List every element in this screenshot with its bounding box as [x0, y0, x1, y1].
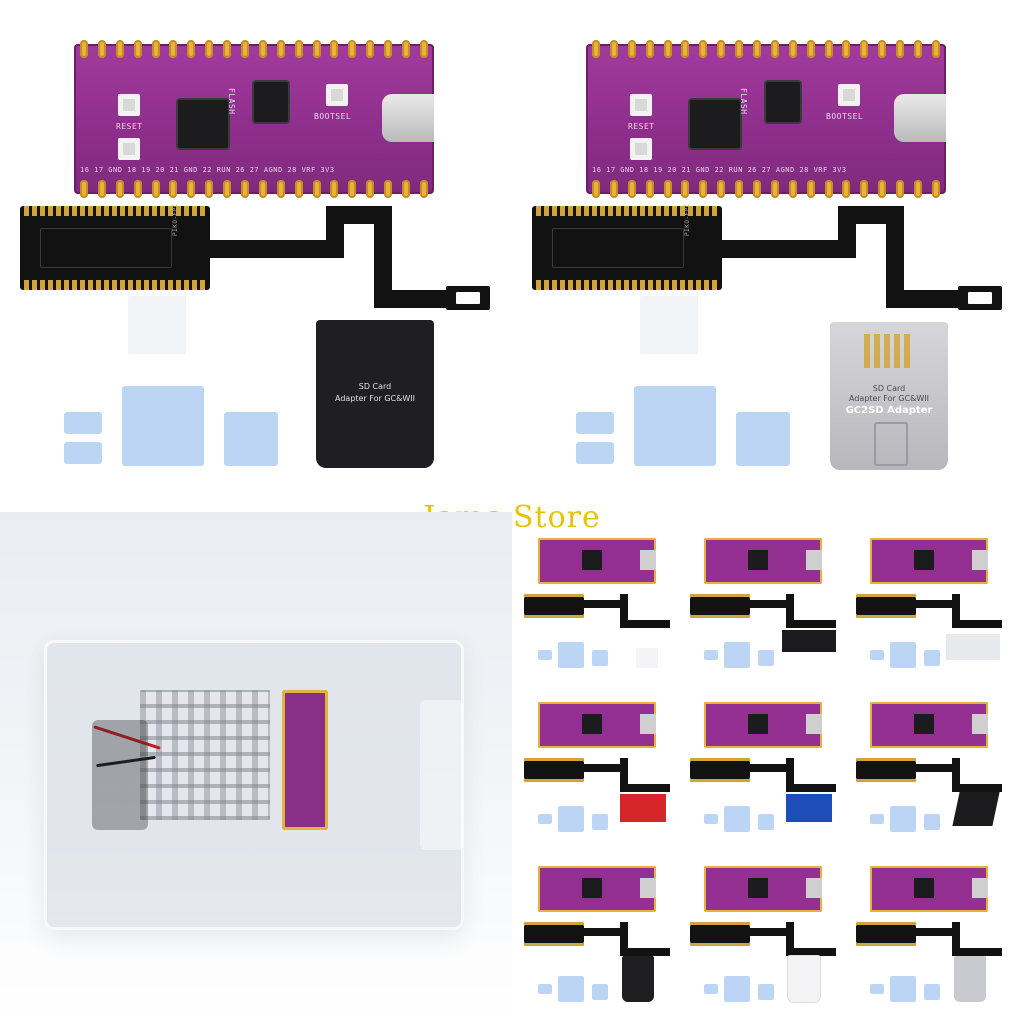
variant-thumb-3[interactable] — [856, 534, 1006, 684]
variant-thumb-9[interactable] — [856, 862, 1006, 1012]
fpc-ribbon-segment — [204, 240, 334, 258]
rp2040-chip — [178, 100, 228, 148]
pico-board: FLASH BOOTSEL RESET 16 17 GND 18 19 20 2… — [586, 40, 946, 198]
flash-chip — [766, 82, 800, 122]
silk-flash: FLASH — [739, 88, 748, 115]
usb-c-connector — [894, 94, 946, 142]
thermal-pad-small — [576, 442, 614, 464]
variant-accessory — [952, 792, 1000, 826]
adapter-label-line1: SD Card — [872, 384, 906, 393]
fpc-ribbon-segment — [374, 206, 392, 296]
fpc-label: PIKO-FPC — [684, 203, 691, 236]
variant-thumb-4[interactable] — [524, 698, 674, 848]
adapter-label-line3: GC2SD Adapter — [845, 405, 933, 416]
thermal-pad-small — [64, 442, 102, 464]
silk-reset: RESET — [628, 122, 655, 131]
silk-flash: FLASH — [227, 88, 236, 115]
side-button-pad — [118, 138, 140, 160]
variant-accessory — [620, 794, 666, 822]
variant-thumb-8[interactable] — [690, 862, 840, 1012]
sd-adapter-clear: SD Card Adapter For GC&WII GC2SD Adapter — [830, 322, 948, 470]
thermal-pad-small — [576, 412, 614, 434]
variant-accessory — [954, 956, 986, 1002]
usb-c-connector — [382, 94, 434, 142]
silk-pin-labels: 16 17 GND 18 19 20 21 GND 22 RUN 26 27 A… — [80, 166, 335, 174]
fpc-ribbon-tab — [958, 286, 1002, 310]
side-button-pad — [630, 138, 652, 160]
variant-accessory — [786, 794, 832, 822]
fpc-ribbon-segment — [716, 240, 846, 258]
product-panel-black: FLASH BOOTSEL RESET 16 17 GND 18 19 20 2… — [0, 0, 512, 500]
variant-thumb-7[interactable] — [524, 862, 674, 1012]
product-panel-clear: FLASH BOOTSEL RESET 16 17 GND 18 19 20 2… — [512, 0, 1024, 500]
variant-accessory — [788, 956, 820, 1002]
thermal-pad-medium — [224, 412, 278, 466]
variant-thumb-1[interactable] — [524, 534, 674, 684]
thermal-pad-small — [64, 412, 102, 434]
adapter-slot — [874, 422, 908, 466]
variant-accessory — [782, 630, 836, 652]
silk-bootsel: BOOTSEL — [314, 112, 352, 121]
variant-accessory — [622, 956, 654, 1002]
rp2040-chip — [690, 100, 740, 148]
adapter-label-line2: Adapter For GC&WII — [849, 394, 929, 403]
pico-board: FLASH BOOTSEL RESET 16 17 GND 18 19 20 2… — [74, 40, 434, 198]
variant-accessory — [636, 648, 658, 668]
variant-thumb-6[interactable] — [856, 698, 1006, 848]
white-pad — [640, 296, 698, 354]
thermal-pad-medium — [736, 412, 790, 466]
fpc-ribbon-segment — [886, 290, 966, 308]
silk-reset: RESET — [116, 122, 143, 131]
fpc-ribbon-segment — [374, 290, 454, 308]
heatsink — [140, 690, 270, 820]
fpc-ribbon-tab — [446, 286, 490, 310]
adapter-label-line2: Adapter For GC&WII — [335, 394, 415, 403]
sd-adapter-black: SD Card Adapter For GC&WII — [316, 320, 434, 468]
bootsel-button-pad — [326, 84, 348, 106]
white-pad — [128, 296, 186, 354]
fpc-connector-head: PIKO-FPC — [20, 203, 210, 290]
case-controller-ports — [420, 700, 464, 850]
installed-pico-board — [282, 690, 328, 830]
bootsel-button-pad — [838, 84, 860, 106]
reset-button-pad — [118, 94, 140, 116]
fan-shadow — [92, 720, 148, 830]
fpc-connector-head: PIKO-FPC — [532, 203, 722, 290]
variant-thumb-2[interactable] — [690, 534, 840, 684]
variant-accessory — [946, 634, 1000, 660]
variant-thumb-5[interactable] — [690, 698, 840, 848]
reset-button-pad — [630, 94, 652, 116]
silk-bootsel: BOOTSEL — [826, 112, 864, 121]
adapter-label-line1: SD Card — [358, 382, 392, 391]
thermal-pad-large — [122, 386, 204, 466]
thermal-pad-large — [634, 386, 716, 466]
variant-grid — [524, 534, 1024, 1024]
silk-pin-labels: 16 17 GND 18 19 20 21 GND 22 RUN 26 27 A… — [592, 166, 847, 174]
fpc-label: PIKO-FPC — [172, 203, 179, 236]
fpc-ribbon-segment — [886, 206, 904, 296]
adapter-contacts — [864, 334, 914, 368]
flash-chip — [254, 82, 288, 122]
